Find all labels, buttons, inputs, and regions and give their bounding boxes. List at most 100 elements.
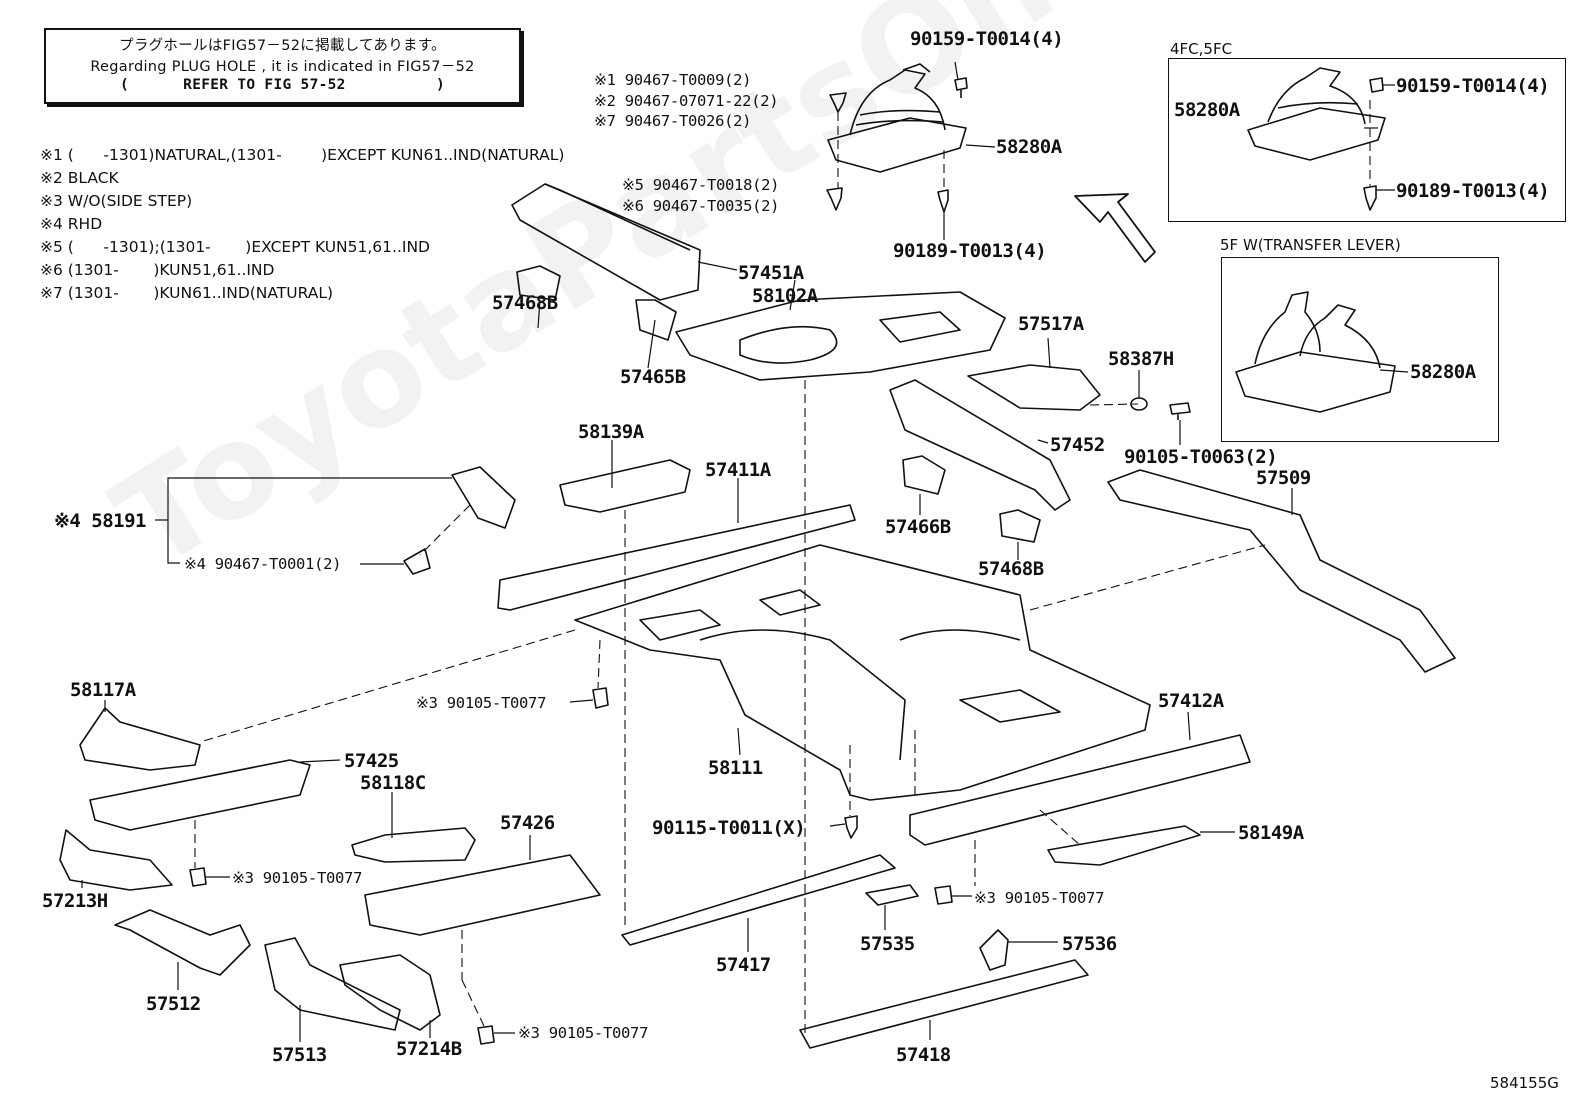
inset-boot-5f [1235, 291, 1396, 413]
bolt-90189-top [937, 189, 949, 213]
shift-boot-58280a [827, 63, 967, 173]
label-57466b: 57466B [885, 516, 951, 538]
part-57411a [497, 504, 856, 611]
label-57451a: 57451A [738, 262, 804, 284]
inset-4fc-caption: 4FC,5FC [1170, 40, 1233, 58]
label-57509: 57509 [1256, 467, 1311, 489]
label-58111: 58111 [708, 757, 763, 779]
reference-box: プラグホールはFIG57－52に掲載してあります。 Regarding PLUG… [44, 28, 521, 104]
label-90467-t0009: ※1 90467-T0009(2) [594, 71, 752, 89]
label-90159-t0014-top: 90159-T0014(4) [910, 28, 1064, 50]
bolt-90467-t0001 [403, 548, 431, 575]
label-58117a: 58117A [70, 679, 136, 701]
part-58118c [351, 827, 476, 863]
bolt-90467-top [829, 92, 847, 113]
direction-arrow [1074, 193, 1156, 263]
label-58149a: 58149A [1238, 822, 1304, 844]
bolt-90105-t0063 [1169, 402, 1191, 420]
label-57535: 57535 [860, 933, 915, 955]
label-57214b: 57214B [396, 1038, 462, 1060]
label-inset-90159: 90159-T0014(4) [1396, 75, 1550, 97]
label-90115-t0011: 90115-T0011(X) [652, 817, 806, 839]
label-57452: 57452 [1050, 434, 1105, 456]
part-57512 [114, 909, 251, 976]
note-6: ※6 (1301- )KUN51,61..IND [40, 261, 275, 279]
reference-line-en: Regarding PLUG HOLE , it is indicated in… [90, 59, 475, 75]
label-57418: 57418 [896, 1044, 951, 1066]
label-90189-t0013-top: 90189-T0013(4) [893, 240, 1047, 262]
inset-5f-box [1221, 257, 1499, 442]
part-57426 [364, 854, 601, 936]
label-57213h: 57213H [42, 890, 108, 912]
bolt-90105-a [592, 687, 609, 709]
label-58139a: 58139A [578, 421, 644, 443]
label-57417: 57417 [716, 954, 771, 976]
part-57536 [979, 929, 1009, 971]
label-57465b: 57465B [620, 366, 686, 388]
part-57412a [909, 734, 1251, 846]
reference-line-fig: ( REFER TO FIG 57-52 ) [119, 77, 446, 93]
label-90467-t0035: ※6 90467-T0035(2) [622, 197, 780, 215]
label-90105-t0077-c: ※3 90105-T0077 [974, 889, 1105, 907]
bolt-90105-c [934, 885, 953, 905]
label-57425: 57425 [344, 750, 399, 772]
label-90105-t0077-b: ※3 90105-T0077 [232, 869, 363, 887]
label-57468b-top: 57468B [492, 292, 558, 314]
inset-boot-4fc [1247, 67, 1386, 161]
note-3: ※3 W/O(SIDE STEP) [40, 192, 193, 210]
label-90105-t0077-d: ※3 90105-T0077 [518, 1024, 649, 1042]
label-90467-07071-22: ※2 90467-07071-22(2) [594, 92, 779, 110]
label-57517a: 57517A [1018, 313, 1084, 335]
label-inset-58280a: 58280A [1174, 99, 1240, 121]
bolt-90189-inset [1363, 185, 1377, 211]
inset-5f-caption: 5F W(TRANSFER LEVER) [1220, 236, 1401, 254]
bolt-90105-b [189, 867, 207, 887]
label-58387h: 58387H [1108, 348, 1174, 370]
part-58117a [79, 707, 201, 771]
label-58191: ※4 58191 [54, 510, 147, 532]
part-58102a [675, 291, 1006, 381]
label-90105-t0077-a: ※3 90105-T0077 [416, 694, 547, 712]
part-57213h [59, 829, 173, 891]
note-4: ※4 RHD [40, 215, 103, 233]
part-57509 [1107, 469, 1456, 673]
note-1: ※1 ( -1301)NATURAL,(1301- )EXCEPT KUN61.… [40, 146, 565, 164]
part-57517a [967, 364, 1101, 411]
label-57513: 57513 [272, 1044, 327, 1066]
part-58111 [574, 544, 1151, 801]
part-57535 [865, 884, 919, 906]
label-57426: 57426 [500, 812, 555, 834]
reference-line-jp: プラグホールはFIG57－52に掲載してあります。 [119, 38, 446, 54]
bolt-90159-top [954, 77, 968, 98]
label-57536: 57536 [1062, 933, 1117, 955]
bolt-90105-d [477, 1025, 495, 1045]
note-2: ※2 BLACK [40, 169, 119, 187]
bolt-90159-inset [1369, 77, 1384, 93]
inset-4fc-box [1168, 58, 1566, 222]
part-57417 [621, 854, 896, 946]
note-5: ※5 ( -1301);(1301- )EXCEPT KUN51,61..IND [40, 238, 430, 256]
label-58118c: 58118C [360, 772, 426, 794]
part-57465b [635, 299, 677, 341]
part-58191 [451, 466, 516, 529]
bolt-90115 [844, 815, 858, 839]
part-58149a [1047, 825, 1201, 866]
label-57412a: 57412A [1158, 690, 1224, 712]
label-58102a: 58102A [752, 285, 818, 307]
label-57411a: 57411A [705, 459, 771, 481]
label-57468b-mid: 57468B [978, 558, 1044, 580]
part-57468b-mid [999, 509, 1041, 543]
part-57513 [264, 937, 401, 1031]
bolt-90467-lower [826, 187, 843, 211]
label-90105-t0063: 90105-T0063(2) [1124, 446, 1278, 468]
part-57468b-top [516, 265, 561, 301]
label-90467-t0026: ※7 90467-T0026(2) [594, 112, 752, 130]
note-7: ※7 (1301- )KUN61..IND(NATURAL) [40, 284, 334, 302]
label-90467-t0018: ※5 90467-T0018(2) [622, 176, 780, 194]
part-58139a [559, 459, 691, 513]
part-57425 [89, 759, 311, 831]
label-90467-t0001: ※4 90467-T0001(2) [184, 555, 342, 573]
label-inset-5f-58280a: 58280A [1410, 361, 1476, 383]
